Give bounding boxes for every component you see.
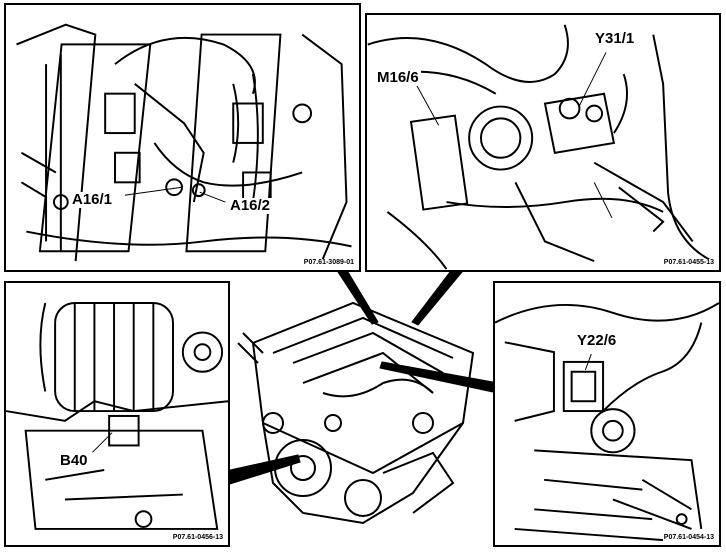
callout-b40: B40 — [58, 452, 90, 469]
callout-y31-1: Y31/1 — [593, 30, 637, 47]
panel-bottom-left-drawing — [6, 302, 228, 530]
panel-bottom-right-drawing — [495, 302, 719, 542]
engine-overview-drawing — [237, 301, 475, 525]
figure-reference: P07.61-0455-13 — [662, 259, 715, 267]
panel-bottom-right: Y22/6 P07.61-0454-13 — [493, 281, 721, 547]
figure-reference: P07.61-3089-01 — [302, 259, 355, 267]
figure-reference: P07.61-0454-13 — [662, 534, 715, 542]
panel-top-left: A16/1 A16/2 P07.61-3089-01 — [4, 3, 361, 272]
callout-a16-1: A16/1 — [70, 191, 115, 208]
panel-bottom-left: B40 P07.61-0456-13 — [4, 281, 230, 547]
callout-a16-2: A16/2 — [228, 197, 273, 214]
panel-top-left-drawing — [16, 23, 352, 262]
callout-m16-6: M16/6 — [375, 69, 421, 86]
panel-top-right: Y31/1 M16/6 P07.61-0455-13 — [365, 13, 721, 272]
figure-reference: P07.61-0456-13 — [171, 534, 224, 542]
callout-y22-6: Y22/6 — [575, 332, 619, 349]
panel-top-right-drawing — [367, 24, 713, 270]
